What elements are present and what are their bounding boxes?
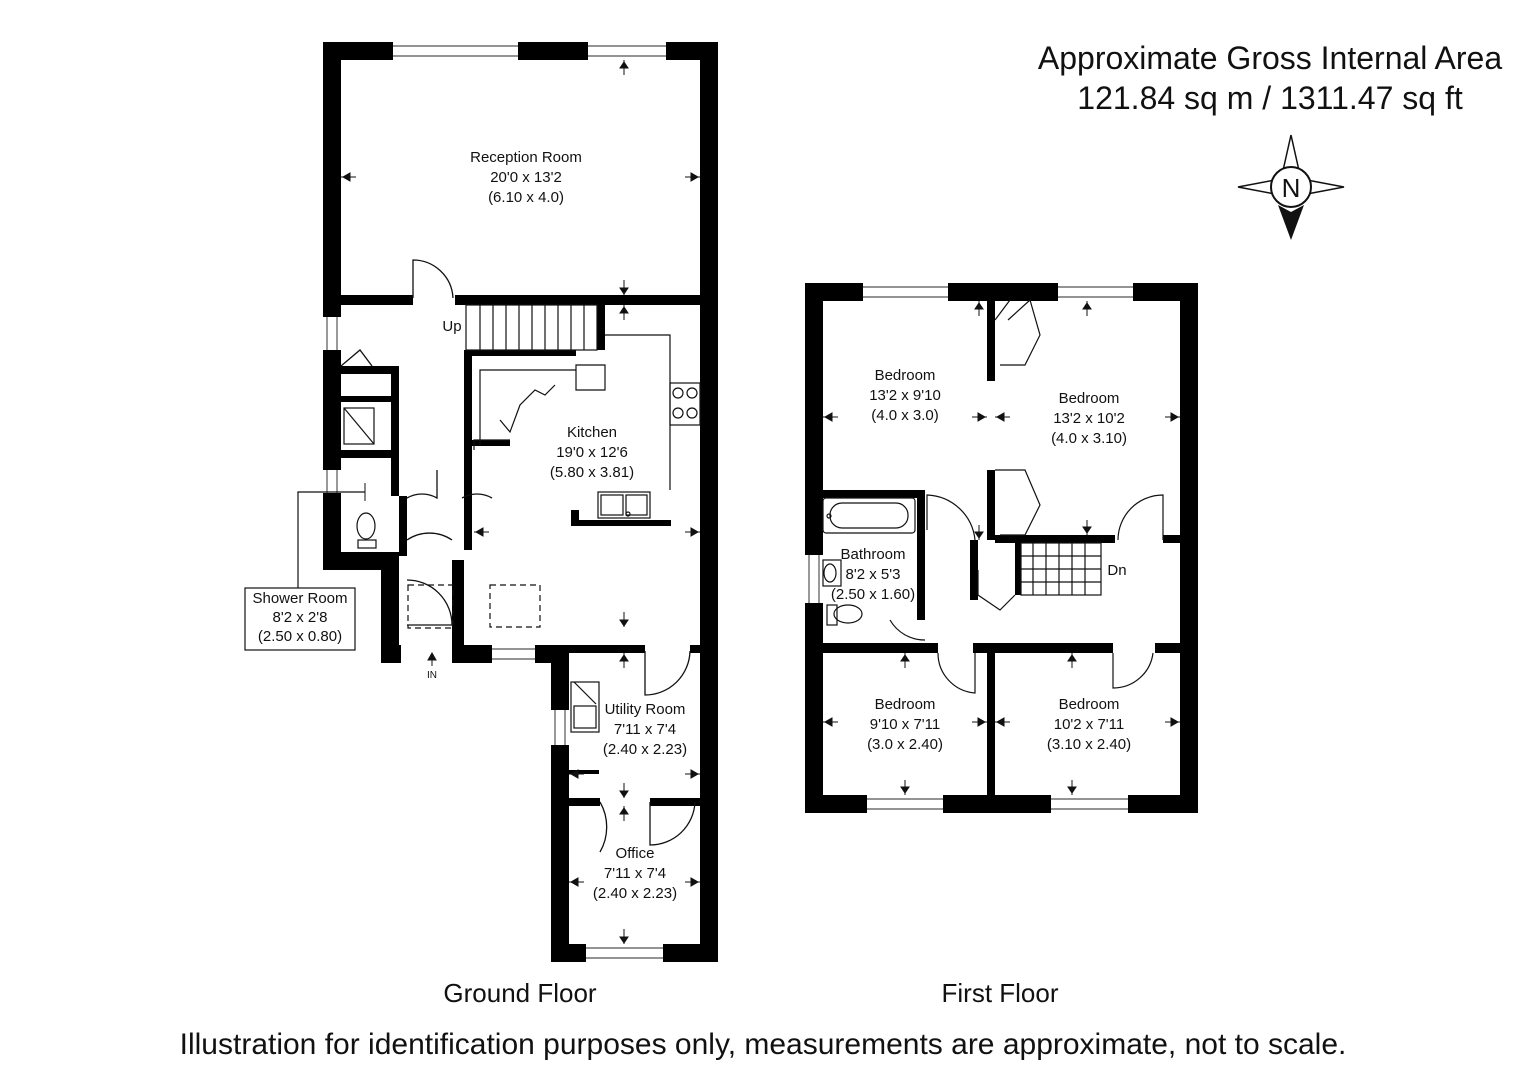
room-metric-shower: (2.50 x 0.80) <box>258 628 342 645</box>
room-dim-bedroom-2: 13'2 x 10'2 <box>1053 410 1125 427</box>
ground-stairs <box>465 304 598 351</box>
room-name-bedroom-4: Bedroom <box>1059 696 1120 713</box>
room-dim-shower: 8'2 x 2'8 <box>273 609 328 626</box>
room-metric-office: (2.40 x 2.23) <box>593 885 677 902</box>
area-title: Approximate Gross Internal Area <box>1037 40 1503 76</box>
room-name-office: Office <box>616 845 655 862</box>
compass-label: N <box>1282 173 1301 203</box>
room-name-kitchen: Kitchen <box>567 424 617 441</box>
room-name-bedroom-2: Bedroom <box>1059 390 1120 407</box>
room-dim-bathroom: 8'2 x 5'3 <box>846 566 901 583</box>
room-name-bedroom-3: Bedroom <box>875 696 936 713</box>
room-metric-bedroom-4: (3.10 x 2.40) <box>1047 736 1131 753</box>
room-dim-bedroom-1: 13'2 x 9'10 <box>869 387 941 404</box>
room-dim-reception: 20'0 x 13'2 <box>490 169 562 186</box>
compass-icon: N <box>1237 134 1345 240</box>
room-metric-bathroom: (2.50 x 1.60) <box>831 586 915 603</box>
stairs-down-label: Dn <box>1107 562 1126 579</box>
room-dim-kitchen: 19'0 x 12'6 <box>556 444 628 461</box>
room-name-utility: Utility Room <box>605 701 686 718</box>
room-name-shower: Shower Room <box>252 590 347 607</box>
room-metric-utility: (2.40 x 2.23) <box>603 741 687 758</box>
room-name-bedroom-1: Bedroom <box>875 367 936 384</box>
room-dim-utility: 7'11 x 7'4 <box>614 721 676 738</box>
room-dim-bedroom-4: 10'2 x 7'11 <box>1054 716 1125 733</box>
room-metric-bedroom-2: (4.0 x 3.10) <box>1051 430 1127 447</box>
room-metric-kitchen: (5.80 x 3.81) <box>550 464 634 481</box>
stairs-up-label: Up <box>442 318 461 335</box>
ground-floor-label: Ground Floor <box>443 978 597 1008</box>
ground-floor-plan: Reception Room 20'0 x 13'2 (6.10 x 4.0) … <box>244 42 718 962</box>
room-metric-bedroom-3: (3.0 x 2.40) <box>867 736 943 753</box>
room-metric-bedroom-1: (4.0 x 3.0) <box>871 407 939 424</box>
room-dim-bedroom-3: 9'10 x 7'11 <box>870 716 941 733</box>
disclaimer: Illustration for identification purposes… <box>180 1028 1347 1061</box>
first-floor-plan: Bedroom 13'2 x 9'10 (4.0 x 3.0) Bedroom … <box>805 283 1198 813</box>
room-metric-reception: (6.10 x 4.0) <box>488 189 564 206</box>
room-name-bathroom: Bathroom <box>840 546 905 563</box>
first-stairs <box>977 542 1102 611</box>
first-floor-label: First Floor <box>942 978 1059 1008</box>
entrance-label: IN <box>427 670 437 681</box>
room-dim-office: 7'11 x 7'4 <box>604 865 666 882</box>
room-name-reception: Reception Room <box>470 149 582 166</box>
area-value: 121.84 sq m / 1311.47 sq ft <box>1077 80 1463 116</box>
